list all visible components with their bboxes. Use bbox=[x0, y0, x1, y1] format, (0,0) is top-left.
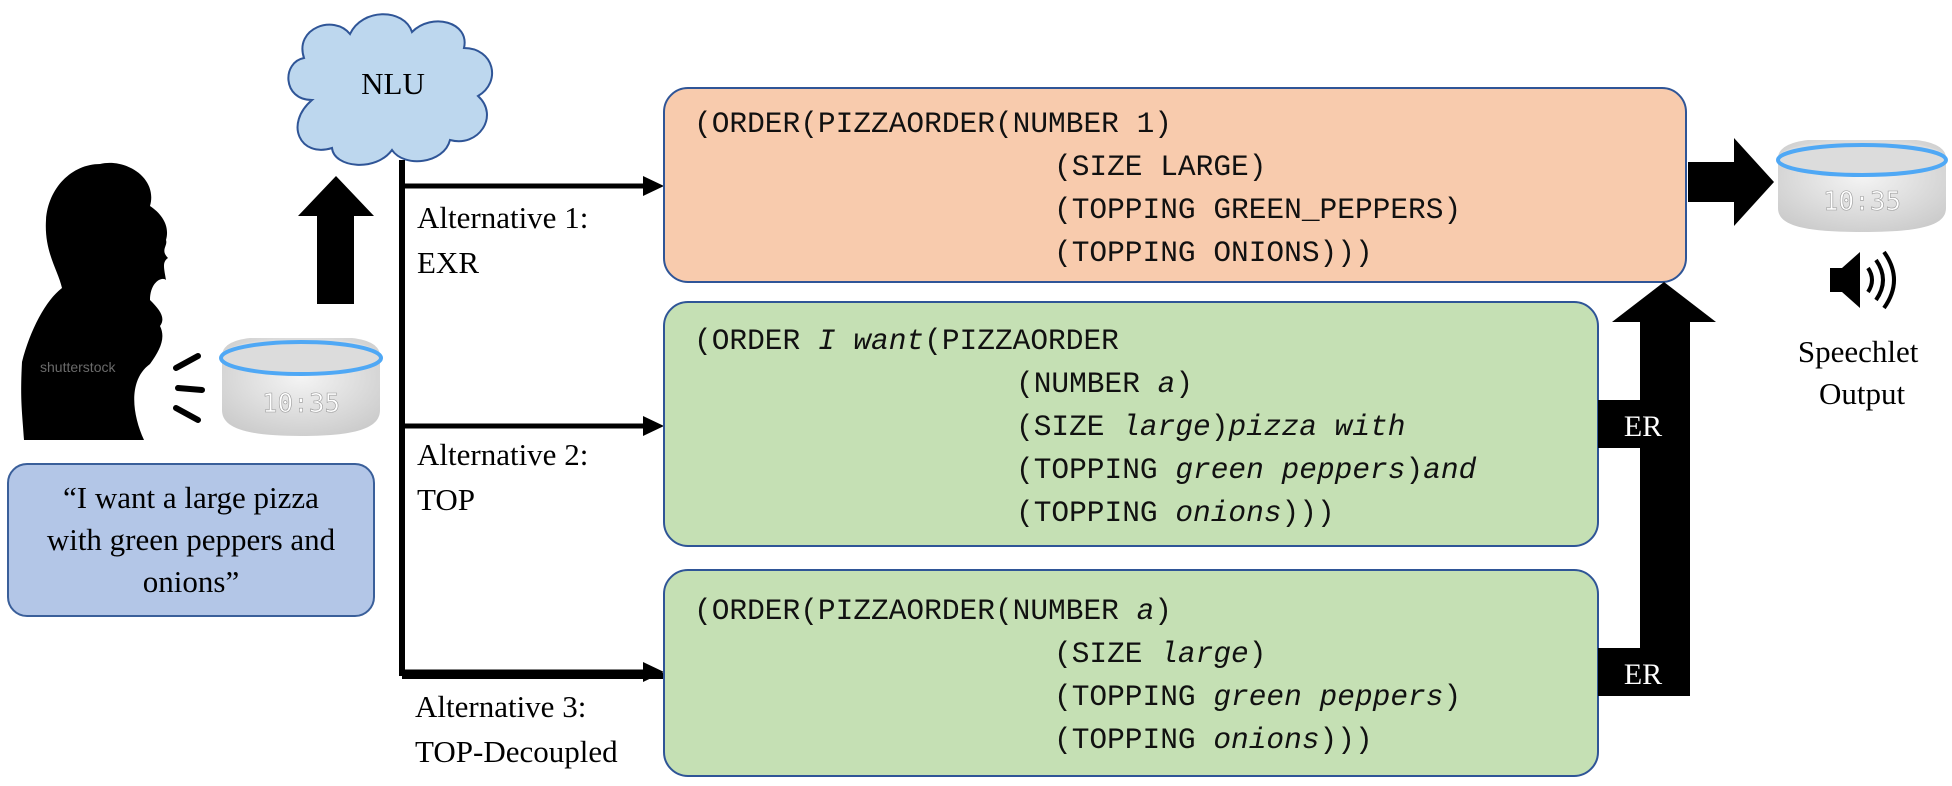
parse-segment: I want bbox=[818, 324, 924, 358]
parse-segment: ) bbox=[1175, 367, 1193, 401]
parse-segment: (ORDER bbox=[694, 324, 818, 358]
output-label: Speechlet Output bbox=[1798, 334, 1926, 411]
nlu-cloud-icon bbox=[287, 13, 494, 166]
branch-connector bbox=[399, 160, 664, 682]
er-connector bbox=[1598, 282, 1716, 696]
utterance-text: “I want a large pizza with green peppers… bbox=[46, 480, 336, 599]
up-arrow-icon bbox=[298, 176, 374, 304]
parse-segment: onions bbox=[1213, 723, 1319, 757]
parse-segment: a bbox=[1158, 367, 1176, 401]
parse-segment: ) bbox=[1249, 637, 1267, 671]
parse-segment: green peppers bbox=[1175, 453, 1405, 487]
person-speaking-icon: shutterstock bbox=[21, 162, 205, 441]
nlu-label: NLU bbox=[361, 66, 425, 101]
parse-segment: a bbox=[1137, 594, 1155, 628]
alt3-label: Alternative 3: TOP-Decoupled bbox=[415, 689, 618, 769]
er-label-top: ER bbox=[1624, 410, 1662, 443]
parse-segment: ) bbox=[1405, 453, 1423, 487]
parse-segment: (TOPPING bbox=[1054, 680, 1213, 714]
parse-segment: ) bbox=[1154, 594, 1172, 628]
er-label-top-decoupled: ER bbox=[1624, 658, 1662, 691]
parse-segment: (NUMBER bbox=[1016, 367, 1158, 401]
speaker-device-icon: 10:35 bbox=[219, 338, 383, 436]
parse-segment: large bbox=[1160, 637, 1249, 671]
parse-segment: (TOPPING bbox=[1016, 453, 1175, 487]
parse-box-exr bbox=[663, 87, 1687, 283]
parse-segment: ) bbox=[1443, 680, 1461, 714]
output-speaker-device-icon: 10:35 bbox=[1776, 140, 1948, 232]
parse-segment: and bbox=[1423, 453, 1476, 487]
parse-segment: (TOPPING ONIONS))) bbox=[1054, 236, 1373, 270]
parse-segment: (ORDER(PIZZAORDER(NUMBER bbox=[694, 594, 1137, 628]
parse-segment: ))) bbox=[1282, 496, 1335, 530]
parse-text-top: (ORDER I want(PIZZAORDER(NUMBER a)(SIZE … bbox=[694, 324, 1477, 530]
parse-segment: (ORDER(PIZZAORDER(NUMBER 1) bbox=[694, 107, 1172, 141]
parse-segment: green peppers bbox=[1213, 680, 1443, 714]
parse-text-top-decoupled: (ORDER(PIZZAORDER(NUMBER a) (SIZE large) (… bbox=[694, 594, 1461, 757]
output-arrow-icon bbox=[1688, 138, 1774, 226]
parse-segment: large bbox=[1122, 410, 1211, 444]
utterance-bubble: “I want a large pizza with green peppers… bbox=[7, 463, 375, 617]
parse-segment: ))) bbox=[1320, 723, 1373, 757]
alt2-label: Alternative 2: TOP bbox=[417, 437, 596, 517]
alt1-label: Alternative 1: EXR bbox=[417, 200, 596, 280]
device-clock: 10:35 bbox=[262, 389, 340, 419]
parse-segment: ) bbox=[1211, 410, 1229, 444]
watermark-text: shutterstock bbox=[40, 359, 116, 375]
parse-segment: (PIZZAORDER bbox=[924, 324, 1119, 358]
parse-segment: (SIZE bbox=[1016, 410, 1122, 444]
parse-text-exr: (ORDER(PIZZAORDER(NUMBER 1) (SIZE LARGE) (… bbox=[694, 107, 1461, 270]
parse-segment: (SIZE bbox=[1054, 637, 1160, 671]
parse-segment: (SIZE LARGE) bbox=[1054, 150, 1266, 184]
parse-segment: pizza with bbox=[1227, 410, 1405, 444]
parse-segment: (TOPPING bbox=[1016, 496, 1175, 530]
parse-segment: (TOPPING bbox=[1054, 723, 1213, 757]
speaker-sound-icon bbox=[1830, 250, 1896, 310]
parse-segment: onions bbox=[1175, 496, 1281, 530]
output-device-clock: 10:35 bbox=[1823, 187, 1901, 217]
parse-segment: (TOPPING GREEN_PEPPERS) bbox=[1054, 193, 1461, 227]
